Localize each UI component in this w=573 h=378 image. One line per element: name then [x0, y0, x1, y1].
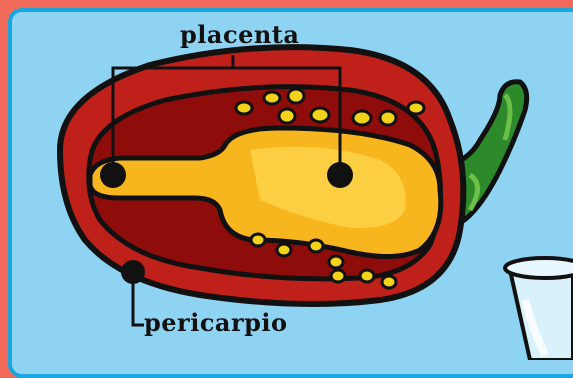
pericarpio-label: pericarpio: [144, 308, 288, 337]
seed: [279, 109, 295, 123]
seed: [329, 256, 343, 268]
seed: [251, 234, 265, 246]
diagram-frame: placenta pericarpio: [0, 0, 573, 360]
seed: [380, 111, 396, 125]
placenta-label: placenta: [180, 20, 299, 49]
seed: [331, 270, 345, 282]
seed: [353, 111, 371, 125]
seed: [277, 244, 291, 256]
seed: [236, 102, 252, 114]
glass-icon: [505, 258, 573, 360]
seed: [360, 270, 374, 282]
seed: [408, 102, 424, 114]
seed: [309, 240, 323, 252]
seed: [382, 276, 396, 288]
seed: [288, 89, 304, 103]
pericarpio-marker: [121, 260, 145, 284]
pepper-cross-section: [0, 0, 573, 360]
seed: [311, 108, 329, 122]
seed: [264, 92, 280, 104]
placenta-marker-left: [100, 162, 126, 188]
placenta-marker-right: [327, 162, 353, 188]
